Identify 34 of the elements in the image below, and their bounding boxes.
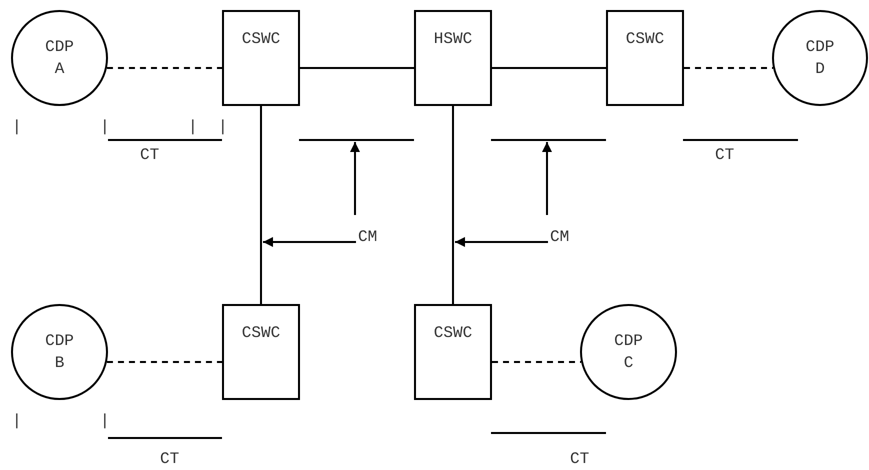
annotation-text: |	[12, 118, 22, 136]
node-label: CSWC	[626, 29, 664, 50]
pointer-arrow	[455, 237, 548, 247]
annotation-text: |	[218, 118, 228, 136]
connector-line	[106, 67, 222, 69]
annotation-text: CT	[140, 146, 160, 164]
annotation-text: CT	[160, 450, 180, 468]
connector-line	[300, 67, 414, 69]
switch-box	[414, 304, 492, 400]
pointer-arrow	[263, 237, 356, 247]
annotation-text: |	[100, 412, 110, 430]
switch-box	[222, 304, 300, 400]
connector-line	[684, 67, 774, 69]
node-label: CDP A	[44, 37, 75, 80]
node-label: CSWC	[242, 29, 280, 50]
switch-box	[414, 10, 492, 106]
node-label: CSWC	[434, 323, 472, 344]
annotation-text: |	[100, 118, 110, 136]
node-label: HSWC	[434, 29, 472, 50]
switch-box	[606, 10, 684, 106]
switch-box	[222, 10, 300, 106]
connector-line	[106, 361, 222, 363]
connector-line	[492, 67, 606, 69]
node-label: CDP B	[44, 331, 75, 374]
annotation-text: CT	[570, 450, 590, 468]
connector-line	[452, 106, 454, 304]
annotation-text: |	[188, 118, 198, 136]
annotation-text: |	[12, 412, 22, 430]
node-label: CSWC	[242, 323, 280, 344]
node-label: CDP D	[804, 37, 836, 80]
connector-line	[492, 361, 582, 363]
connector-line	[260, 106, 262, 304]
annotation-text: CT	[715, 146, 734, 164]
node-label: CDP C	[613, 331, 644, 374]
